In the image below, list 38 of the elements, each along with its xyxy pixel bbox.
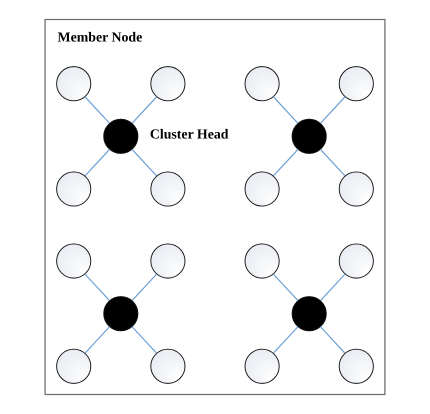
node-circle <box>150 66 186 102</box>
connector <box>84 96 110 124</box>
connector <box>272 274 298 301</box>
connector <box>84 148 110 176</box>
connector <box>273 326 298 354</box>
node-circle <box>244 243 280 279</box>
connector <box>272 96 298 124</box>
connector <box>320 148 346 176</box>
connector <box>320 274 346 301</box>
connector <box>132 326 157 354</box>
connector <box>320 96 346 124</box>
connector <box>84 274 110 301</box>
node-circle <box>244 66 280 102</box>
connector <box>320 326 346 354</box>
connector <box>84 326 110 354</box>
connector <box>132 96 158 124</box>
node-circle <box>150 243 186 279</box>
node-circle <box>292 118 327 154</box>
connector <box>132 274 158 301</box>
node-label: Member Node <box>58 30 142 45</box>
connector <box>132 148 157 176</box>
node-circle <box>150 171 186 207</box>
node-circle <box>244 348 280 384</box>
node-circle <box>292 296 327 332</box>
node-label: Cluster Head <box>150 126 228 142</box>
node-circle <box>56 171 92 207</box>
node-circle <box>56 348 92 384</box>
node-circle <box>56 243 92 279</box>
node-circle <box>150 348 186 384</box>
node-circle <box>338 348 374 384</box>
node-circle <box>103 118 138 154</box>
node-circle <box>103 296 138 332</box>
node-circle <box>56 66 92 102</box>
node-circle <box>338 66 374 102</box>
node-circle <box>338 171 374 207</box>
node-circle <box>338 243 374 279</box>
connector <box>273 148 298 176</box>
node-circle <box>244 171 280 207</box>
